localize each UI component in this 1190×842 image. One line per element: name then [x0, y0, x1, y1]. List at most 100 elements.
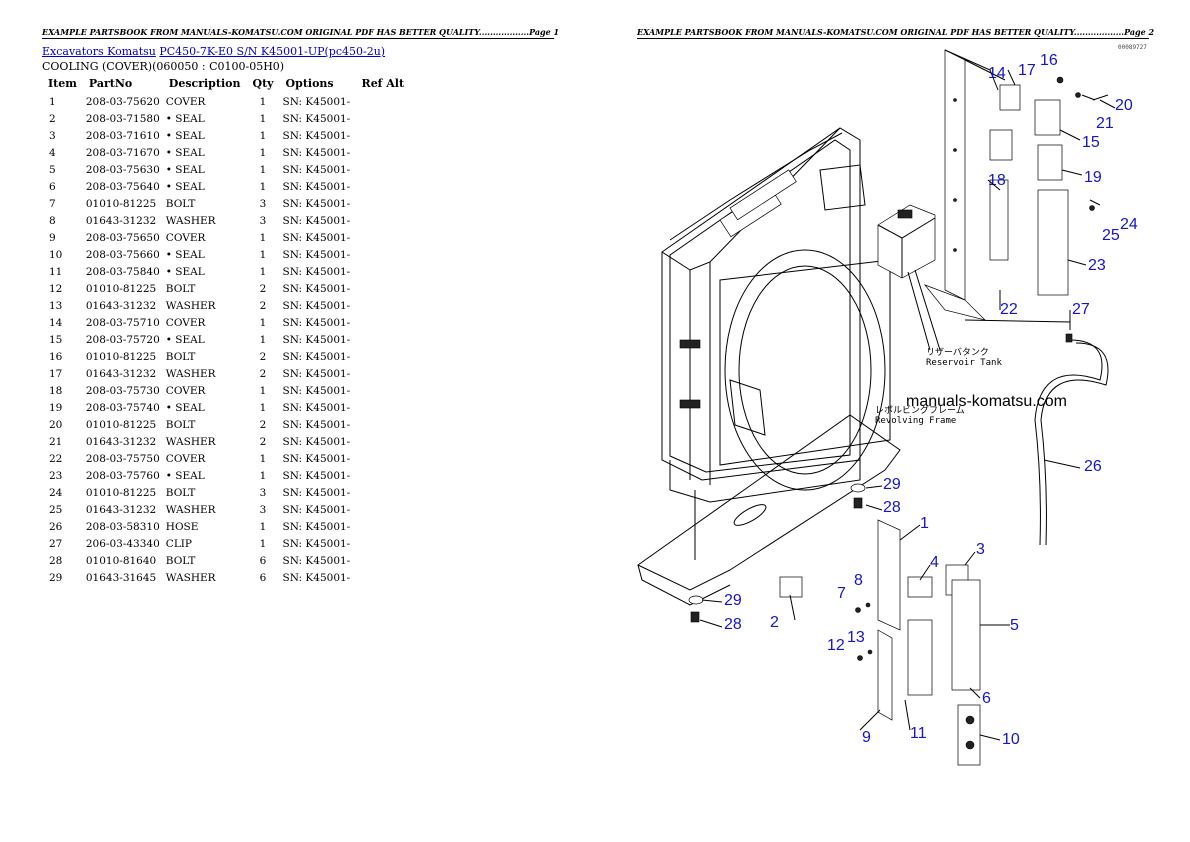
cell-description: BOLT — [165, 197, 196, 210]
cell-options: SN: K45001- — [282, 384, 351, 397]
revolving-frame-label-en: Revolving Frame — [875, 416, 956, 426]
cell-options: SN: K45001- — [282, 146, 351, 159]
cell-part-number: 208-03-75640 — [85, 180, 160, 193]
breadcrumb-link-brand[interactable]: Excavators Komatsu — [42, 45, 156, 58]
cell-part-number: 01643-31645 — [85, 571, 157, 584]
cell-item-number: 22 — [49, 452, 63, 465]
cell-item-number: 4 — [49, 146, 56, 159]
cell-description: • SEAL — [165, 129, 205, 142]
cell-part-number: 01010-81225 — [85, 197, 157, 210]
cell-part-number: 01643-31232 — [85, 214, 157, 227]
cell-quantity: 1 — [259, 316, 267, 329]
cell-options: SN: K45001- — [282, 435, 351, 448]
callout-7: 7 — [837, 585, 846, 602]
cell-item-number: 29 — [49, 571, 63, 584]
reservoir-tank-label-jp: リザーバタンク — [926, 347, 989, 358]
cell-quantity: 2 — [259, 367, 267, 380]
cell-part-number: 208-03-75750 — [85, 452, 160, 465]
callout-8: 8 — [854, 572, 863, 589]
cell-quantity: 1 — [259, 180, 267, 193]
callout-19: 19 — [1084, 169, 1102, 186]
callout-5: 5 — [1010, 617, 1019, 634]
leader-lines — [699, 69, 1116, 741]
callout-6: 6 — [982, 690, 991, 707]
cell-description: • SEAL — [165, 112, 205, 125]
cell-options: SN: K45001- — [282, 265, 351, 278]
cell-item-number: 15 — [49, 333, 63, 346]
cell-description: COVER — [165, 384, 206, 397]
cell-part-number: 01643-31232 — [85, 367, 157, 380]
cell-item-number: 7 — [49, 197, 56, 210]
cell-options: SN: K45001- — [282, 248, 351, 261]
cell-options: SN: K45001- — [282, 299, 351, 312]
cell-item-number: 9 — [49, 231, 56, 244]
cell-options: SN: K45001- — [282, 333, 351, 346]
breadcrumb-link-model[interactable]: PC450-7K-E0 S/N K45001-UP(pc450-2u) — [159, 45, 386, 58]
cell-part-number: 208-03-71670 — [85, 146, 160, 159]
callout-labels: 1 2 3 4 5 6 7 8 9 10 11 12 13 14 15 16 1… — [724, 52, 1138, 748]
lower-covers-drawing — [688, 483, 981, 766]
cell-description: COVER — [165, 316, 206, 329]
cell-quantity: 1 — [259, 146, 267, 159]
callout-29-upper: 29 — [883, 476, 901, 493]
cell-description: • SEAL — [165, 469, 205, 482]
callout-2: 2 — [770, 614, 779, 631]
cell-part-number: 01643-31232 — [85, 299, 157, 312]
cell-quantity: 2 — [259, 299, 267, 312]
cell-quantity: 1 — [259, 95, 267, 108]
cell-options: SN: K45001- — [282, 112, 351, 125]
cell-quantity: 1 — [259, 112, 267, 125]
cell-part-number: 01010-81225 — [85, 350, 157, 363]
cell-part-number: 208-03-75760 — [85, 469, 160, 482]
cell-quantity: 6 — [259, 554, 267, 567]
cell-description: • SEAL — [165, 248, 205, 261]
callout-1: 1 — [920, 515, 929, 532]
cell-part-number: 206-03-43340 — [85, 537, 160, 550]
cell-quantity: 1 — [259, 231, 267, 244]
col-header-ref-alt: Ref Alt — [361, 77, 405, 90]
callout-25: 25 — [1102, 227, 1120, 244]
cell-quantity: 1 — [259, 129, 267, 142]
exploded-parts-diagram: 00089727 リザーバタンク Reservoir Tank — [637, 44, 1147, 766]
callout-17: 17 — [1018, 62, 1036, 79]
callout-21: 21 — [1096, 115, 1114, 132]
cell-quantity: 1 — [259, 401, 267, 414]
callout-14: 14 — [988, 65, 1006, 82]
cell-quantity: 2 — [259, 418, 267, 431]
cell-item-number: 2 — [49, 112, 56, 125]
callout-12: 12 — [827, 637, 845, 654]
cell-options: SN: K45001- — [282, 95, 351, 108]
cell-quantity: 1 — [259, 163, 267, 176]
cell-part-number: 01010-81225 — [85, 418, 157, 431]
cell-quantity: 1 — [259, 265, 267, 278]
cell-item-number: 6 — [49, 180, 56, 193]
cell-part-number: 208-03-75650 — [85, 231, 160, 244]
callout-10: 10 — [1002, 731, 1020, 748]
cell-quantity: 1 — [259, 520, 267, 533]
callout-23: 23 — [1088, 257, 1106, 274]
cell-item-number: 1 — [49, 95, 56, 108]
cell-quantity: 2 — [259, 350, 267, 363]
cell-part-number: 208-03-75660 — [85, 248, 160, 261]
cell-description: • SEAL — [165, 401, 205, 414]
table-header-row: Item PartNo Description Qty Options Ref … — [42, 76, 410, 93]
cell-description: WASHER — [165, 367, 216, 380]
cell-item-number: 28 — [49, 554, 63, 567]
cell-item-number: 21 — [49, 435, 63, 448]
cell-options: SN: K45001- — [282, 469, 351, 482]
reservoir-tank-drawing: リザーバタンク Reservoir Tank — [877, 204, 1002, 368]
cell-part-number: 208-03-71580 — [85, 112, 160, 125]
cell-description: COVER — [165, 452, 206, 465]
table-row: 2 208-03-71580 • SEAL 1 SN: K45001- — [42, 110, 410, 127]
page-title: COOLING (COVER)(060050 : C0100-05H0) — [42, 60, 285, 73]
col-header-item: Item — [48, 77, 77, 90]
callout-13: 13 — [847, 629, 865, 646]
